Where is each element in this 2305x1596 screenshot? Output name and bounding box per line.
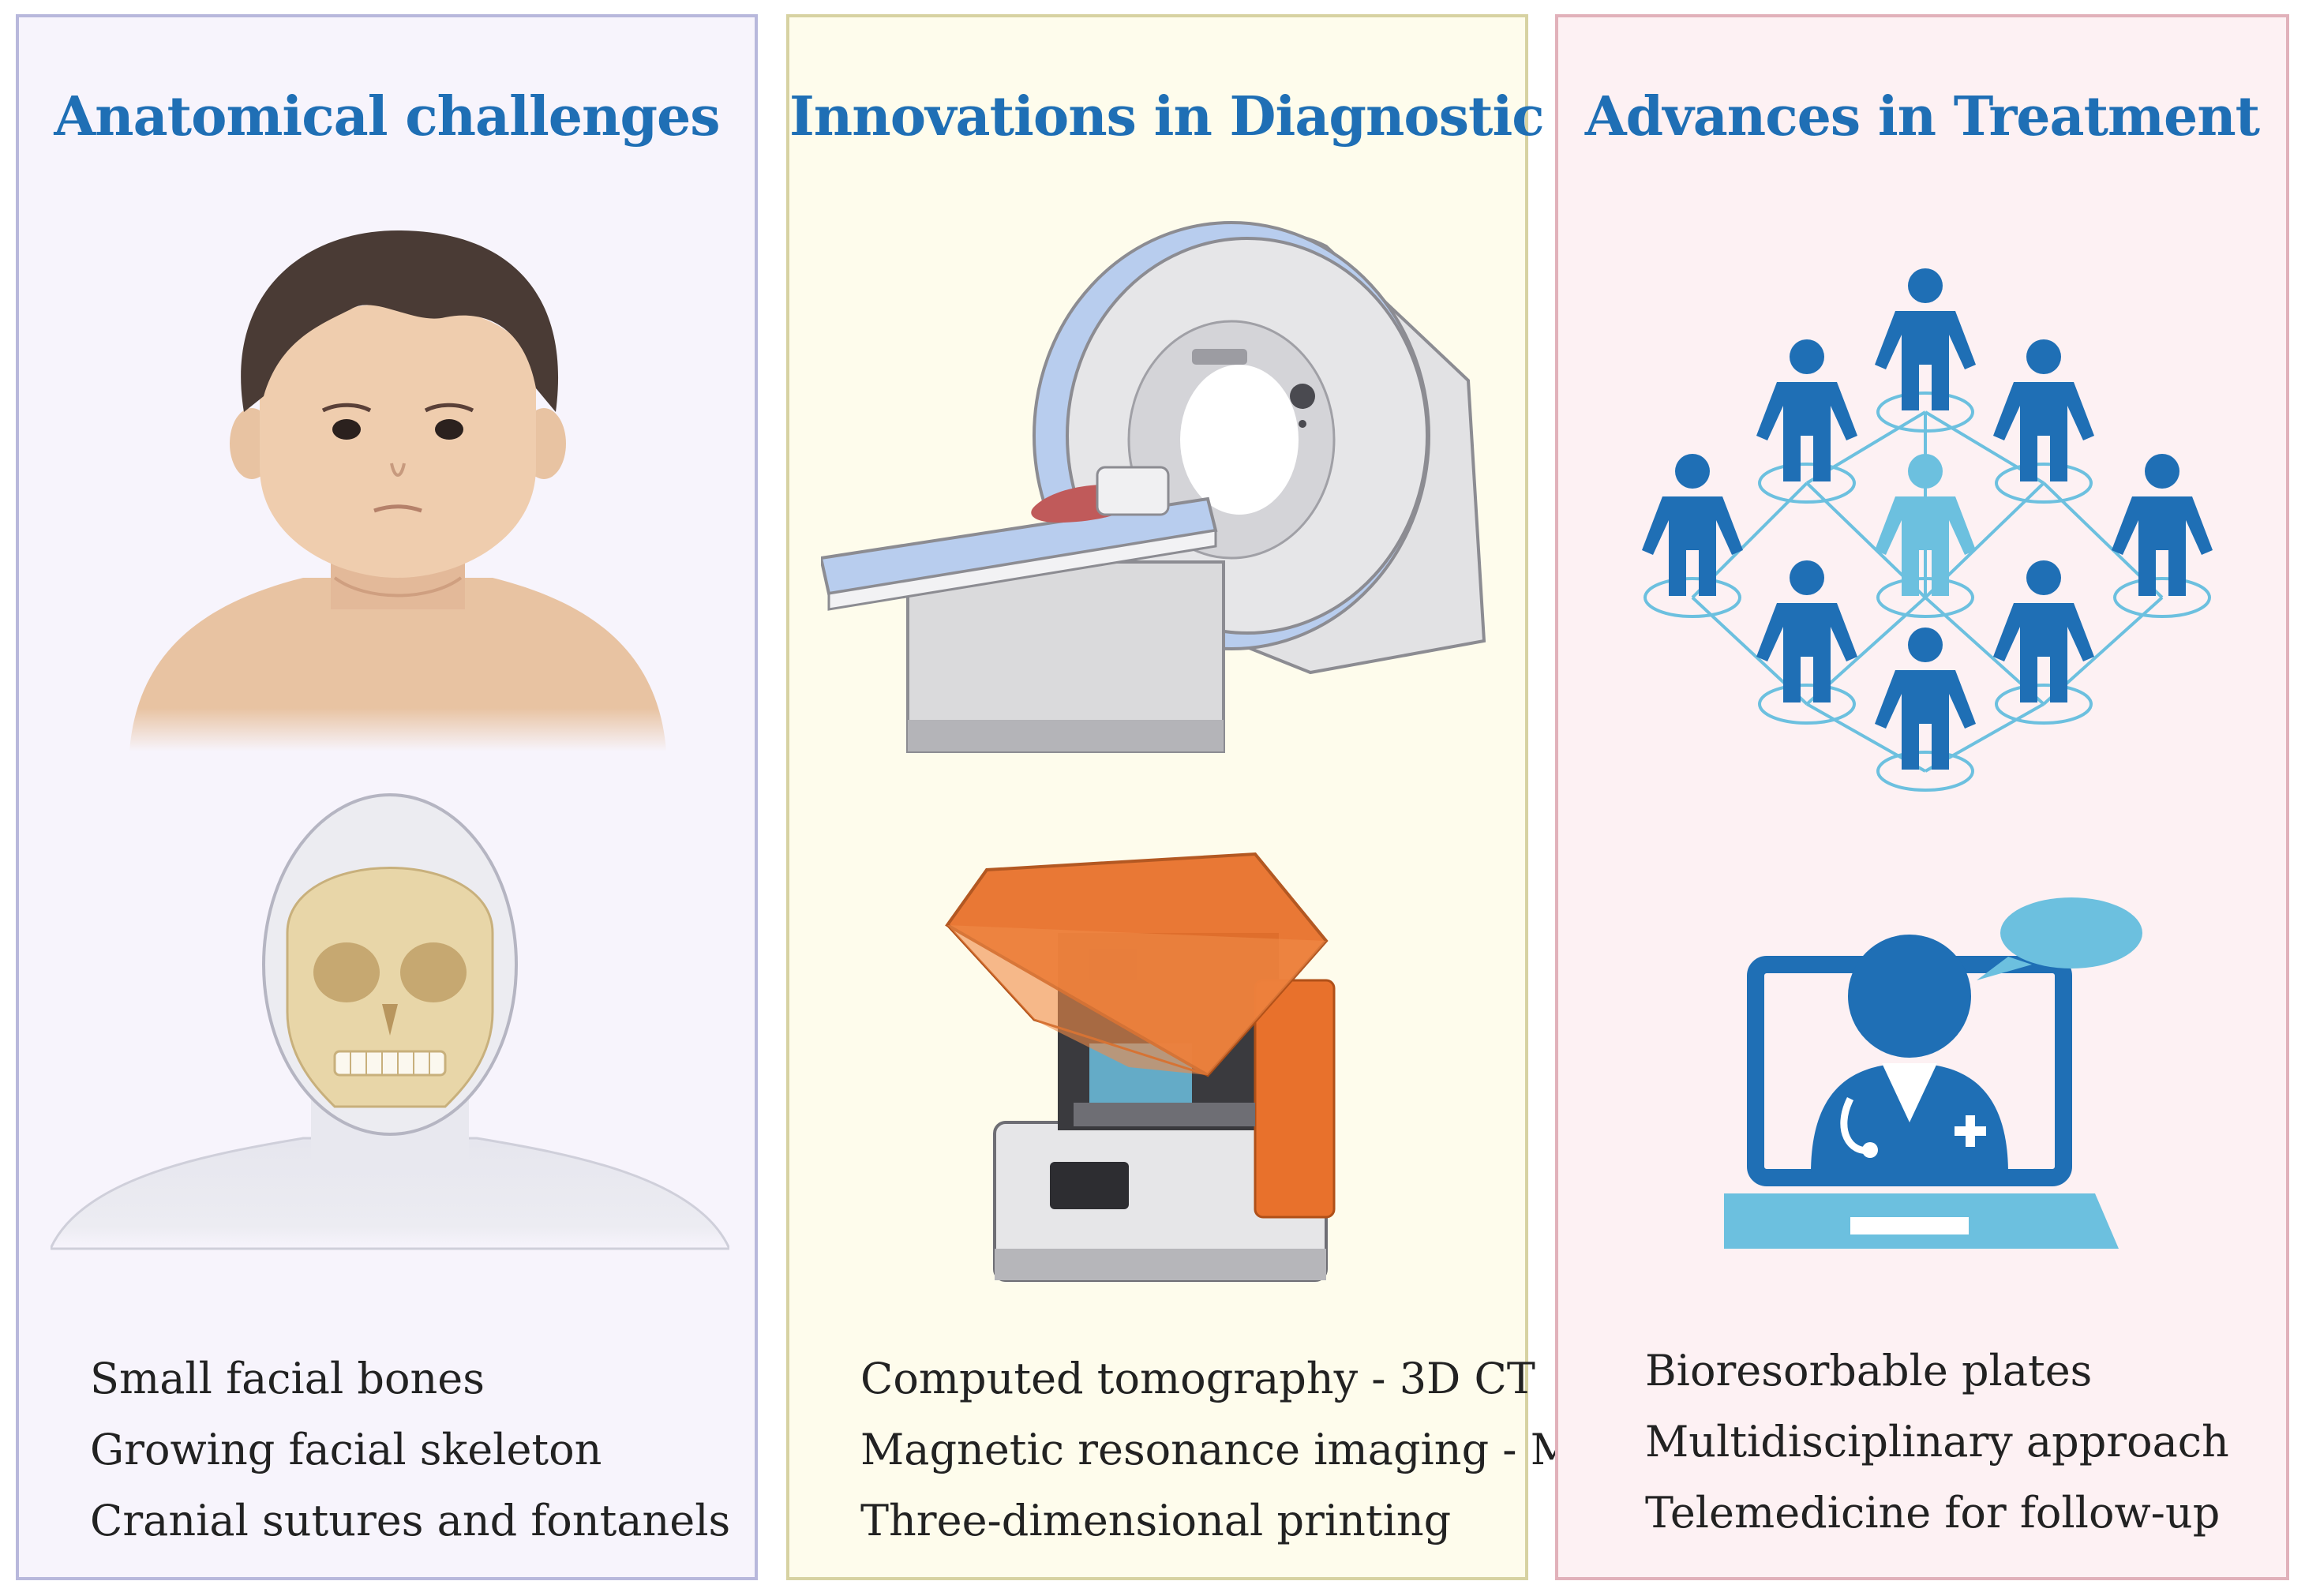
list-item: Multidisciplinary approach <box>1645 1417 2229 1467</box>
list-item: Telemedicine for follow-up <box>1645 1488 2221 1538</box>
list-item: Cranial sutures and fontanels <box>90 1496 731 1545</box>
mri-scanner-icon <box>821 221 1486 753</box>
panel-title: Advances in Treatment <box>1584 85 2260 148</box>
panel-anatomical-challenges: Anatomical challenges <box>16 14 758 1580</box>
3d-printer-icon <box>945 852 1336 1282</box>
advances-treatment-list: Bioresorbable plates Multidisciplinary a… <box>1645 1336 2229 1549</box>
people-network-icon <box>1642 268 2213 792</box>
list-item: Computed tomography - 3D CT <box>860 1354 1535 1403</box>
list-item: Small facial bones <box>90 1354 485 1403</box>
child-portrait-icon <box>129 230 666 751</box>
panel-innovations-diagnostic: Innovations in Diagnostic Computed tomog… <box>786 14 1623 1580</box>
panel-title: Innovations in Diagnostic <box>789 85 1545 148</box>
skull-icon <box>51 793 729 1250</box>
innovations-diagnostic-list: Computed tomography - 3D CT Magnetic res… <box>860 1343 1623 1557</box>
list-item: Magnetic resonance imaging - MRI <box>860 1425 1623 1474</box>
list-item: Bioresorbable plates <box>1645 1346 2093 1396</box>
panel-advances-treatment: Advances in Treatment <box>1555 14 2289 1580</box>
list-item: Growing facial skeleton <box>90 1425 602 1474</box>
panel-title: Anatomical challenges <box>54 85 720 148</box>
telemedicine-doctor-icon <box>1724 897 2142 1249</box>
anatomical-challenges-list: Small facial bones Growing facial skelet… <box>90 1343 730 1557</box>
list-item: Three-dimensional printing <box>860 1496 1452 1545</box>
